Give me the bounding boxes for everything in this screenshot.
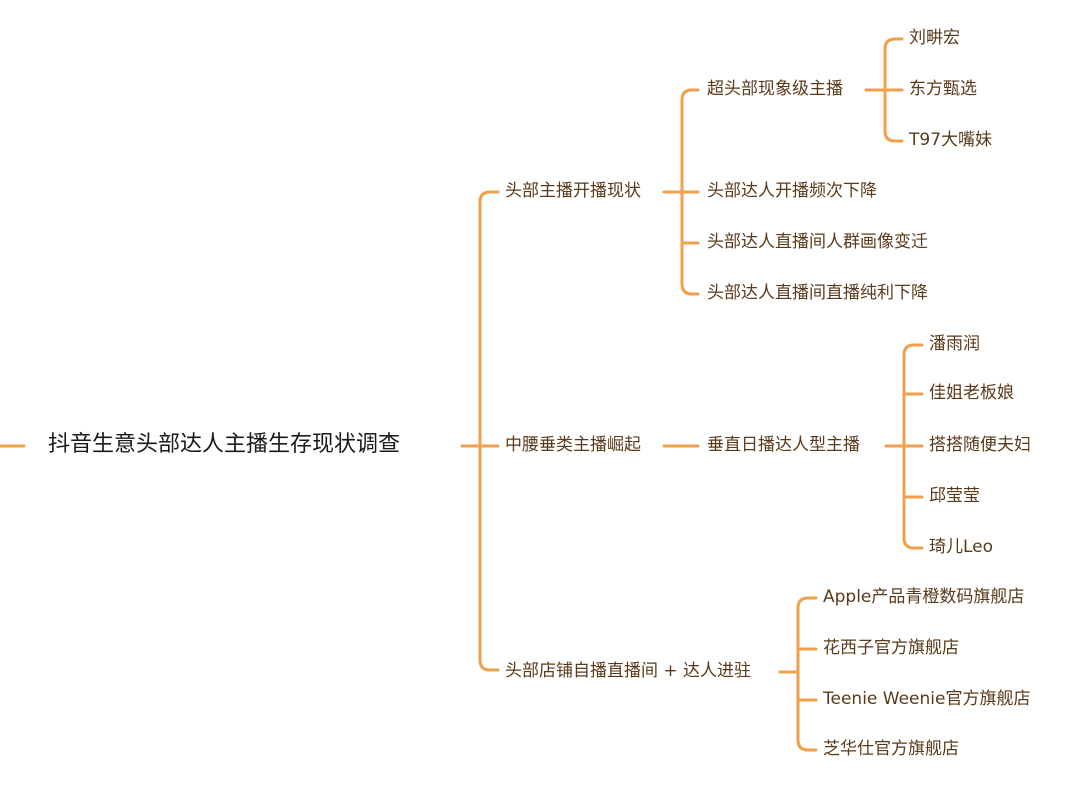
leaf-huaxizi-store[interactable]: 花西子官方旗舰店 [823,638,959,658]
root-topic[interactable]: 抖音生意头部达人主播生存现状调查 [48,432,401,457]
leaf-t97[interactable]: T97大嘴妹 [909,130,993,150]
leaf-dada-couple[interactable]: 搭搭随便夫妇 [929,435,1031,455]
leaf-qier-leo[interactable]: 琦儿Leo [929,537,994,557]
leaf-chitas-store[interactable]: 芝华仕官方旗舰店 [823,739,959,759]
leaf-pan-yurun[interactable]: 潘雨润 [929,334,980,354]
branch-head-anchor-status[interactable]: 头部主播开播现状 [505,181,641,201]
branch-mid-vertical-rise[interactable]: 中腰垂类主播崛起 [505,435,641,455]
root-bracket [478,190,500,672]
node-super-head-anchor[interactable]: 超头部现象级主播 [707,79,843,99]
leaf-liu-genghong[interactable]: 刘畊宏 [909,28,960,48]
leaf-jiajie[interactable]: 佳姐老板娘 [929,383,1014,403]
node-head-frequency-down[interactable]: 头部达人开播频次下降 [707,181,877,201]
node-head-audience-change[interactable]: 头部达人直播间人群画像变迁 [707,232,928,252]
leaf-teenie-weenie-store[interactable]: Teenie Weenie官方旗舰店 [823,689,1031,709]
leaf-qiu-yingying[interactable]: 邱莹莹 [929,486,980,506]
node-vertical-daily-anchor[interactable]: 垂直日播达人型主播 [707,435,860,455]
branch3-bracket [796,596,818,752]
leaf-apple-store[interactable]: Apple产品青橙数码旗舰店 [823,587,1025,607]
branch-store-self-live[interactable]: 头部店铺自播直播间 + 达人进驻 [505,661,752,681]
node-head-profit-down[interactable]: 头部达人直播间直播纯利下降 [707,283,928,303]
leaf-dongfang-zhenxuan[interactable]: 东方甄选 [909,79,977,99]
